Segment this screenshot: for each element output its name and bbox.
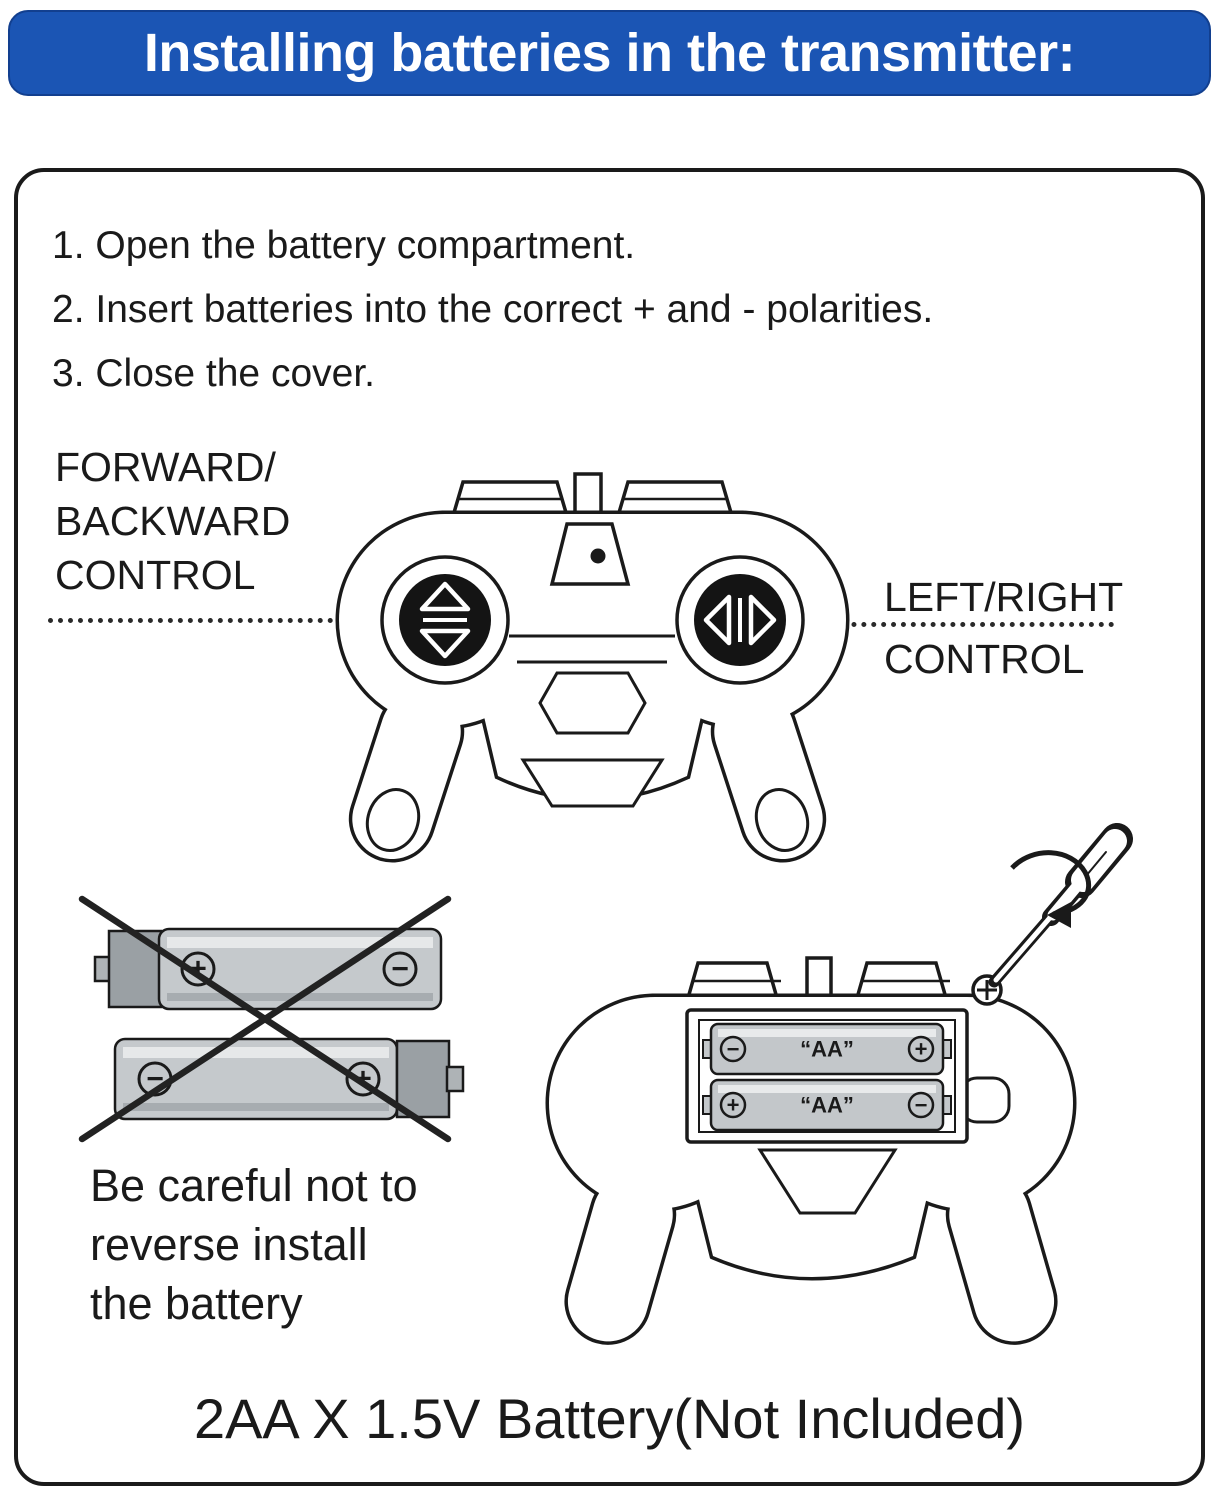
step-3: 3. Close the cover. <box>52 352 376 395</box>
battery-highlight <box>123 1047 389 1058</box>
left-right-dpad-icon[interactable] <box>675 555 805 685</box>
power-led-dot <box>590 548 606 564</box>
minus-symbol: − <box>727 1037 740 1062</box>
battery-terminal-nub <box>445 1065 465 1093</box>
battery-shadow <box>123 1103 389 1111</box>
leader-line-left <box>48 618 393 623</box>
center-hex-detail <box>538 671 647 735</box>
battery-size-label: “AA” <box>800 1037 854 1062</box>
controller-center-details <box>365 522 810 852</box>
reverse-install-warning: Be careful not to reverse install the ba… <box>90 1160 418 1329</box>
minus-symbol: − <box>915 1093 928 1118</box>
back-top-tabs <box>685 956 950 1002</box>
aa-battery-slot: − + “AA” <box>702 1022 952 1076</box>
cross-out-icon <box>78 895 452 1143</box>
rotation-arrow-icon <box>1010 850 1092 928</box>
controller-body-fill <box>549 997 1073 1342</box>
left-arrow-icon <box>703 594 732 646</box>
aa-battery-icon: − + <box>113 1037 465 1121</box>
step-1: 1. Open the battery compartment. <box>52 224 636 267</box>
battery-cap <box>395 1039 451 1119</box>
power-panel <box>549 522 631 586</box>
battery-compartment[interactable]: − + “AA” + − “AA” <box>685 1008 969 1144</box>
plus-symbol: + <box>727 1093 740 1118</box>
right-grip-tip-detail <box>754 788 810 852</box>
left-right-control-label: LEFT/RIGHT CONTROL <box>884 574 1124 682</box>
right-arrow-icon <box>748 594 777 646</box>
battery-requirement-note: 2AA X 1.5V Battery(Not Included) <box>193 1387 1026 1450</box>
aa-battery-slot: + − “AA” <box>702 1078 952 1132</box>
up-down-dpad-icon[interactable] <box>380 555 510 685</box>
controller-top-parts <box>450 472 735 528</box>
transmitter-front-illustration <box>335 472 850 863</box>
wrong-battery-orientation-illustration: + − − + <box>78 895 465 1143</box>
up-arrow-icon <box>419 581 471 612</box>
bottom-plate-detail <box>520 758 665 808</box>
transmitter-back-illustration: − + “AA” + − “AA” <box>545 823 1133 1345</box>
minus-symbol: − <box>391 953 409 986</box>
title-banner: Installing batteries in the transmitter: <box>8 10 1211 96</box>
leader-line-right <box>802 622 1114 627</box>
left-grip-tip-detail <box>365 788 421 852</box>
plus-symbol: + <box>915 1037 928 1062</box>
back-bottom-plate-detail <box>757 1148 898 1215</box>
instruction-steps: 1. Open the battery compartment. 2. Inse… <box>52 214 933 406</box>
battery-size-label: “AA” <box>800 1093 854 1118</box>
battery-highlight <box>167 937 433 948</box>
page-title: Installing batteries in the transmitter: <box>143 23 1076 83</box>
down-arrow-icon <box>419 628 471 659</box>
step-2: 2. Insert batteries into the correct + a… <box>52 288 934 331</box>
forward-backward-control-label: FORWARD/ BACKWARD CONTROL <box>55 444 291 598</box>
